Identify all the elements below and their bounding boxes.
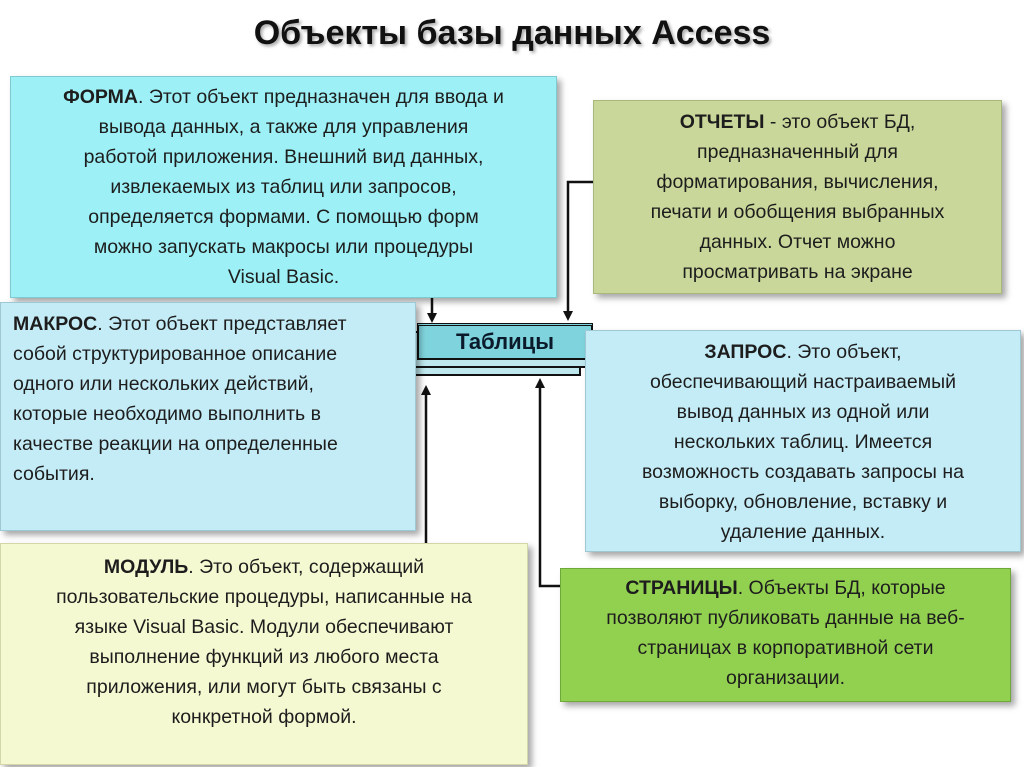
otchety-line: предназначенный для bbox=[697, 141, 898, 163]
forma-line: извлекаемых из таблиц или запросов, bbox=[110, 176, 457, 198]
forma-line: вывода данных, а также для управления bbox=[98, 116, 469, 138]
stranitsy-term: СТРАНИЦЫ bbox=[625, 577, 738, 599]
stranitsy-line: . Объекты БД, которые bbox=[737, 577, 946, 599]
forma-line: можно запускать макросы или процедуры bbox=[93, 236, 474, 258]
makros-line: . Этот объект представляет bbox=[97, 313, 347, 335]
zapros-line: возможность создавать запросы на bbox=[642, 461, 964, 483]
stranitsy-line: позволяют публиковать данные на веб- bbox=[606, 607, 965, 629]
zapros-box: ЗАПРОС. Это объект, обеспечивающий настр… bbox=[585, 330, 1021, 552]
makros-line: которые необходимо выполнить в bbox=[13, 403, 321, 425]
otchety-line: печати и обобщения выбранных bbox=[650, 201, 945, 223]
tables-node: Таблицы bbox=[417, 323, 593, 360]
forma-line: работой приложения. Внешний вид данных, bbox=[83, 146, 484, 168]
forma-line: Visual Basic. bbox=[227, 266, 340, 288]
modul-line: конкретной формой. bbox=[171, 706, 357, 728]
makros-term: МАКРОС bbox=[13, 313, 98, 335]
arrow-stranitsy-to-tables bbox=[535, 378, 560, 588]
zapros-line: выборку, обновление, вставку и bbox=[658, 491, 948, 513]
otchety-line: форматирования, вычисления, bbox=[656, 171, 939, 193]
modul-box: МОДУЛЬ. Это объект, содержащий пользоват… bbox=[0, 543, 528, 765]
modul-term: МОДУЛЬ bbox=[103, 556, 189, 578]
stranitsy-line: организации. bbox=[725, 667, 846, 689]
makros-line: собой структурированное описание bbox=[13, 343, 338, 365]
otchety-line: просматривать на экране bbox=[682, 261, 913, 283]
stranitsy-box: СТРАНИЦЫ. Объекты БД, которые позволяют … bbox=[560, 568, 1011, 702]
tables-label: Таблицы bbox=[456, 329, 554, 354]
makros-line: качестве реакции на определенные bbox=[13, 433, 338, 455]
modul-line: приложения, или могут быть связаны с bbox=[86, 676, 442, 698]
zapros-line: обеспечивающий настраиваемый bbox=[649, 371, 957, 393]
modul-line: выполнение функций из любого места bbox=[89, 646, 439, 668]
forma-term: ФОРМА bbox=[63, 86, 138, 108]
zapros-term: ЗАПРОС bbox=[704, 341, 787, 363]
otchety-box: ОТЧЕТЫ - это объект БД, предназначенный … bbox=[593, 100, 1002, 294]
page-title: Объекты базы данных Access bbox=[253, 14, 771, 52]
makros-box: МАКРОС. Этот объект представляет собой с… bbox=[0, 302, 416, 531]
otchety-term: ОТЧЕТЫ bbox=[679, 111, 765, 133]
zapros-line: удаление данных. bbox=[720, 521, 886, 543]
forma-line: определяется формами. С помощью форм bbox=[88, 206, 479, 228]
zapros-line: нескольких таблиц. Имеется bbox=[673, 431, 933, 453]
arrow-otchety-to-tables bbox=[563, 180, 593, 321]
otchety-line: данных. Отчет можно bbox=[699, 231, 896, 253]
modul-line: пользовательские процедуры, написанные н… bbox=[56, 586, 472, 608]
zapros-line: . Это объект, bbox=[786, 341, 902, 363]
otchety-line: - это объект БД, bbox=[764, 111, 916, 133]
modul-line: языке Visual Basic. Модули обеспечивают bbox=[74, 616, 454, 638]
makros-line: одного или нескольких действий, bbox=[13, 373, 314, 395]
modul-line: . Это объект, содержащий bbox=[188, 556, 425, 578]
zapros-line: вывод данных из одной или bbox=[676, 401, 930, 423]
forma-box: ФОРМА. Этот объект предназначен для ввод… bbox=[10, 76, 557, 298]
stranitsy-line: страницах в корпоративной сети bbox=[637, 637, 934, 659]
makros-line: события. bbox=[13, 463, 95, 485]
forma-line: . Этот объект предназначен для ввода и bbox=[137, 86, 504, 108]
